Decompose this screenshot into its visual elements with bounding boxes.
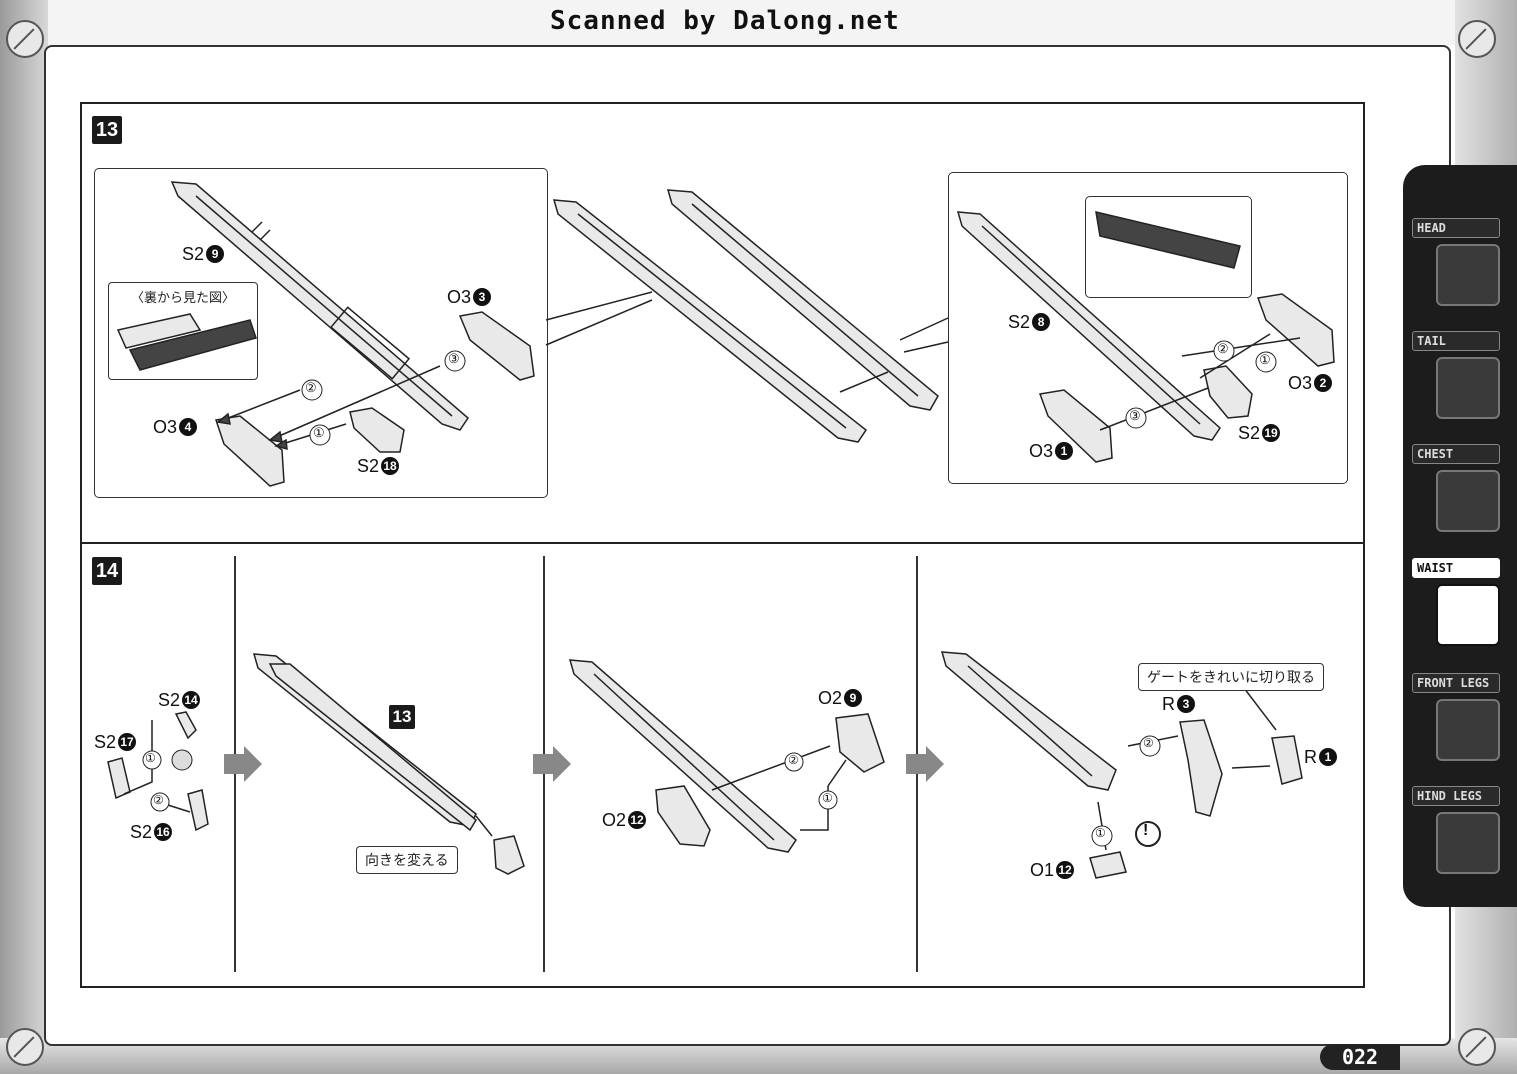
tail-thumbnail-icon [1436, 357, 1500, 419]
order-mark: ① [1259, 352, 1271, 367]
tab-tail[interactable]: TAIL [1412, 331, 1500, 419]
page-number: 022 [1320, 1044, 1400, 1070]
chest-thumbnail-icon [1436, 470, 1500, 532]
corner-bolt-icon [1458, 20, 1496, 58]
tab-head[interactable]: HEAD [1412, 218, 1500, 306]
step-number: 13 [92, 116, 122, 144]
step-14-panel [80, 542, 1365, 988]
step-number: 14 [92, 557, 122, 585]
order-mark: ② [1143, 736, 1154, 750]
waist-thumbnail-icon [1436, 584, 1500, 646]
frame-left [0, 0, 48, 1074]
corner-bolt-icon [6, 1028, 44, 1066]
tab-label: TAIL [1412, 331, 1500, 351]
tab-label: HIND LEGS [1412, 786, 1500, 806]
back-view-caption: 〈裏から見た図〉 [130, 290, 235, 305]
warning-icon: ! [1143, 822, 1149, 839]
order-mark: ② [305, 380, 317, 395]
tab-hind-legs[interactable]: HIND LEGS [1412, 786, 1500, 874]
next-arrow-icon [533, 746, 571, 782]
order-mark: ① [145, 751, 156, 765]
gate-cut-callout: ゲートをきれいに切り取る [1138, 663, 1324, 691]
next-arrow-icon [906, 746, 944, 782]
order-mark: ② [788, 753, 799, 767]
corner-bolt-icon [6, 20, 44, 58]
scan-credit: Scanned by Dalong.net [550, 6, 900, 36]
turn-around-callout: 向きを変える [356, 846, 458, 874]
order-mark: ① [313, 425, 325, 440]
order-mark: ① [822, 791, 833, 805]
order-mark: ① [1095, 826, 1106, 840]
tab-waist[interactable]: WAIST [1412, 558, 1500, 646]
head-thumbnail-icon [1436, 244, 1500, 306]
tab-label: HEAD [1412, 218, 1500, 238]
hind-legs-thumbnail-icon [1436, 812, 1500, 874]
front-legs-thumbnail-icon [1436, 699, 1500, 761]
corner-bolt-icon [1458, 1028, 1496, 1066]
tab-front-legs[interactable]: FRONT LEGS [1412, 673, 1500, 761]
tab-label: CHEST [1412, 444, 1500, 464]
frame-top [0, 0, 1517, 45]
order-mark: ② [153, 793, 164, 807]
step-reference: 13 [389, 705, 415, 729]
order-mark: ③ [448, 351, 460, 366]
tab-label: WAIST [1412, 558, 1500, 578]
tab-label: FRONT LEGS [1412, 673, 1500, 693]
next-arrow-icon [224, 746, 262, 782]
order-mark: ② [1217, 341, 1229, 356]
tab-chest[interactable]: CHEST [1412, 444, 1500, 532]
order-mark: ③ [1129, 408, 1141, 423]
